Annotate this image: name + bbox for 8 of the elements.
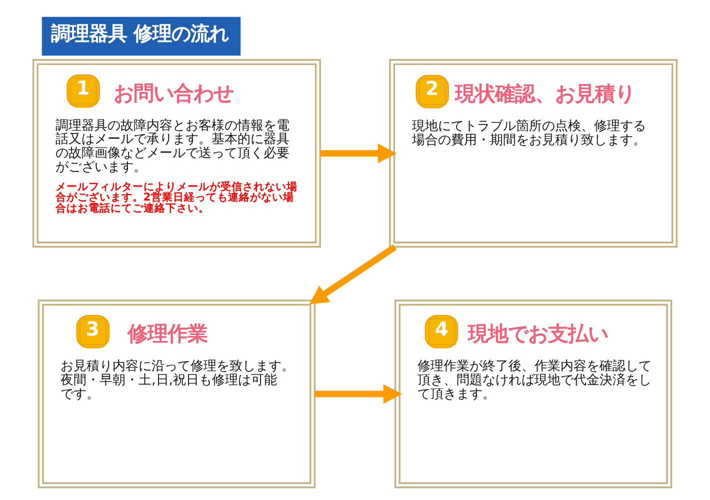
diagram-title: 調理器具 修理の流れ <box>51 22 229 45</box>
arrow <box>320 143 397 164</box>
node-box: 3 修理作業 お見積り内容に沿って修理を致します。夜間・早朝・土,日,祝日も修理は可能です。 <box>38 300 316 488</box>
arrow <box>314 384 402 404</box>
node-box: 1 お問い合わせ 調理器具の故障内容とお客様の情報を電話又はメールで承ります。基本的に器具の故障画像などメールで送って頂く必要がございます。 メールフィルターによりメールが受信されない場合がございます。2営業日経っても連絡がない場合はお電話にてご連絡下さい。 <box>32 59 321 248</box>
node-box: 4 現地でお支払い 修理作業が終了後、作業内容を確認して頂き、問題なければ現地で代金決済をして頂きます。 <box>394 300 672 488</box>
arrow <box>309 244 397 304</box>
node-box: 2 現状確認、お見積り 現地にてトラブル箇所の点検、修理する場合の費用・期間をお見積り致します。 <box>389 59 678 248</box>
